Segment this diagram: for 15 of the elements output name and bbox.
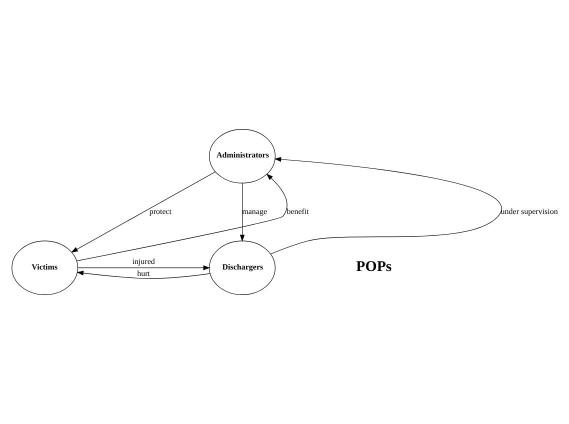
edge-label: manage bbox=[242, 207, 268, 216]
arrow bbox=[71, 172, 216, 253]
edge-label: benefit bbox=[286, 207, 309, 216]
edge-label: hurt bbox=[137, 268, 150, 278]
edge-label: injured bbox=[132, 256, 155, 266]
node-ellipse: Administrators bbox=[209, 129, 276, 184]
arrow bbox=[240, 182, 245, 242]
edge-label: under supervision bbox=[500, 207, 558, 216]
label: POPs bbox=[356, 258, 392, 275]
arrow bbox=[270, 156, 502, 254]
arrow bbox=[76, 174, 288, 262]
arrow bbox=[78, 265, 210, 270]
edge-label: protect bbox=[149, 207, 172, 216]
node-ellipse: Dischargers bbox=[209, 240, 276, 295]
arrow bbox=[76, 270, 210, 279]
